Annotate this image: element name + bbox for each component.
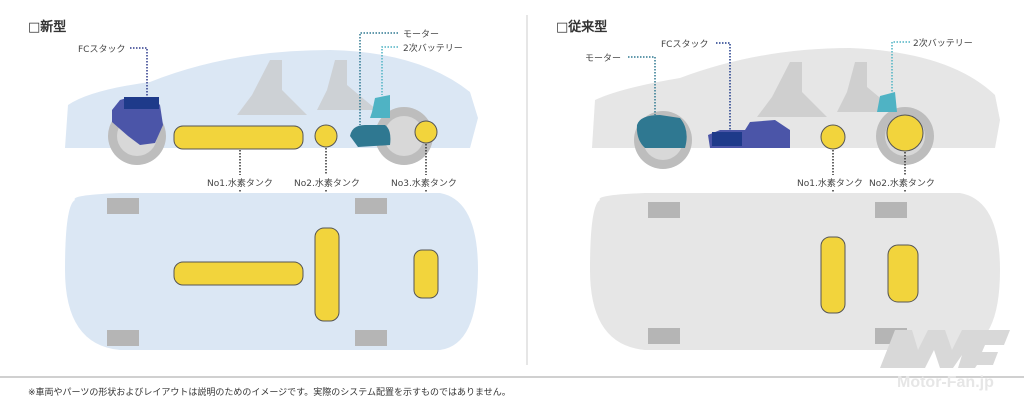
old-top-view — [590, 193, 1000, 350]
old-label-tank1: No1.水素タンク — [797, 179, 863, 189]
new-tank2 — [314, 124, 338, 148]
old-tank2 — [886, 114, 924, 152]
new-label-tank2: No2.水素タンク — [294, 179, 360, 189]
old-side-view — [592, 41, 1000, 245]
new-top-view — [65, 193, 478, 350]
old-tank1 — [820, 124, 846, 150]
new-passengers — [237, 60, 377, 115]
new-side-view — [65, 32, 478, 262]
new-label-tank3: No3.水素タンク — [391, 179, 457, 189]
old-label-battery: 2次バッテリー — [913, 39, 973, 49]
old-car-body-top — [590, 193, 1000, 350]
new-layout-title: □新型 — [28, 20, 67, 35]
new-motor — [350, 125, 391, 147]
new-label-battery: 2次バッテリー — [403, 44, 463, 54]
new-tank1 — [173, 125, 304, 150]
watermark: Motor-Fan.jp — [897, 374, 994, 391]
old-top-tank2 — [887, 244, 919, 303]
new-top-tank2 — [314, 227, 340, 322]
old-motor — [636, 115, 687, 148]
old-layout-title: □従来型 — [556, 20, 608, 35]
new-top-tank1 — [173, 261, 304, 286]
new-battery — [370, 95, 390, 118]
logo-mark — [880, 330, 1010, 368]
new-label-motor: モーター — [403, 30, 440, 40]
new-top-tank3 — [413, 249, 439, 299]
old-label-motor: モーター — [585, 54, 622, 64]
new-label-fc-stack: FCスタック — [78, 45, 126, 55]
old-label-fc-stack: FCスタック — [661, 40, 709, 50]
old-label-tank2: No2.水素タンク — [869, 179, 935, 189]
old-battery — [877, 92, 897, 112]
old-top-tank1 — [820, 236, 846, 314]
footnote: ※車両やパーツの形状およびレイアウトは説明のためのイメージです。実際のシステム配… — [28, 388, 511, 398]
new-label-tank1: No1.水素タンク — [207, 179, 273, 189]
new-tank3 — [414, 120, 438, 144]
